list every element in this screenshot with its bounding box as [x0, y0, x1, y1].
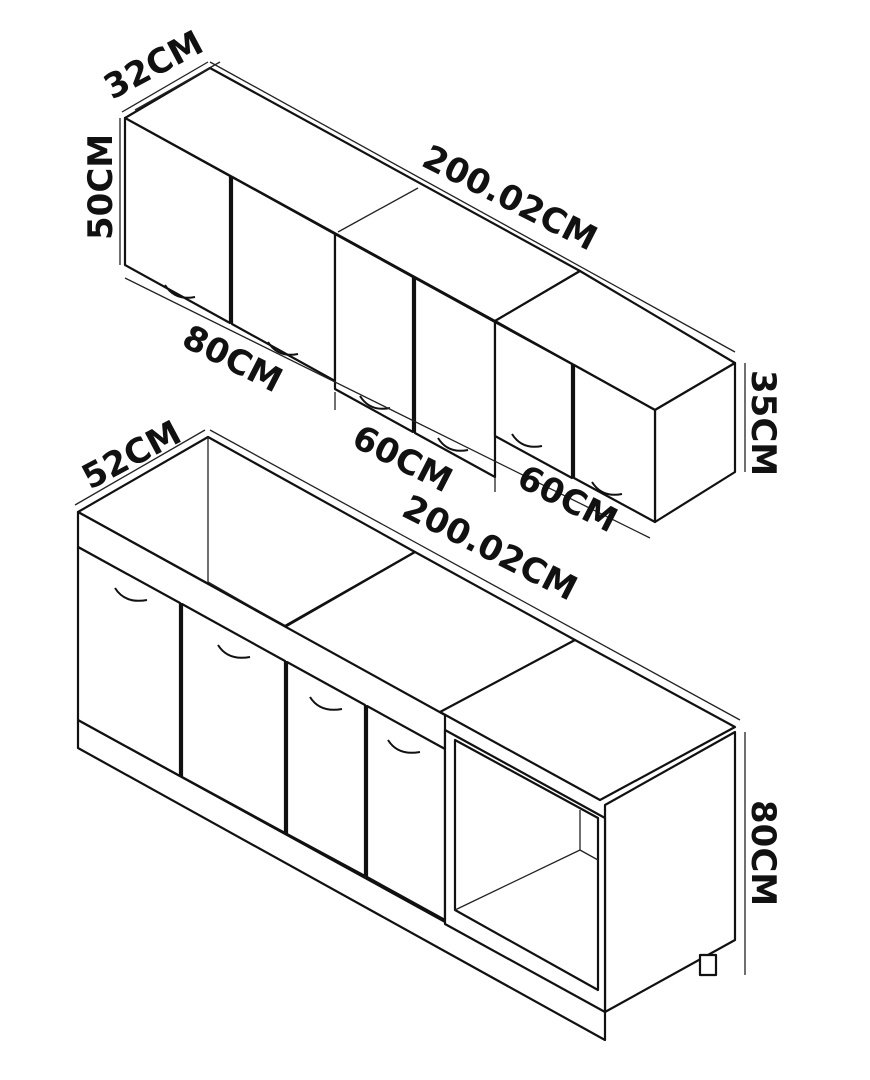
lower-door-3: [285, 660, 367, 878]
upper-door-1: [123, 116, 232, 325]
handle-icon: [437, 437, 469, 452]
upper-door-6: [572, 363, 657, 524]
handle-icon: [309, 696, 343, 711]
handle-icon: [114, 587, 148, 602]
handle-icon: [267, 341, 299, 356]
upper-top-edge: [134, 61, 221, 111]
upper-door-3: [333, 232, 415, 434]
upper-height-label: 50CM: [81, 134, 121, 240]
upper-cabinet: [123, 61, 737, 524]
lower-door-2: [180, 602, 287, 835]
handle-icon: [164, 284, 196, 299]
lower-door-1: [76, 545, 182, 778]
lower-cabinet: [76, 435, 737, 1042]
cabinet-leg: [698, 953, 718, 977]
handle-icon: [387, 739, 421, 754]
upper-door-4: [413, 276, 497, 479]
upper-door-5: [493, 320, 574, 480]
upper-top-seam: [337, 187, 419, 233]
upper-dimension-lines: [119, 61, 746, 539]
oven-opening: [453, 738, 600, 992]
handle-icon: [359, 395, 391, 410]
oven-countertop: [438, 638, 737, 802]
handle-icon: [511, 433, 543, 448]
upper-section-3-height-label: 35CM: [743, 370, 783, 476]
lower-height-label: 80CM: [743, 800, 783, 906]
lower-dimension-lines: [74, 429, 746, 975]
handle-icon: [591, 481, 623, 496]
handle-icon: [217, 644, 251, 659]
lower-plinth: [76, 718, 607, 1042]
